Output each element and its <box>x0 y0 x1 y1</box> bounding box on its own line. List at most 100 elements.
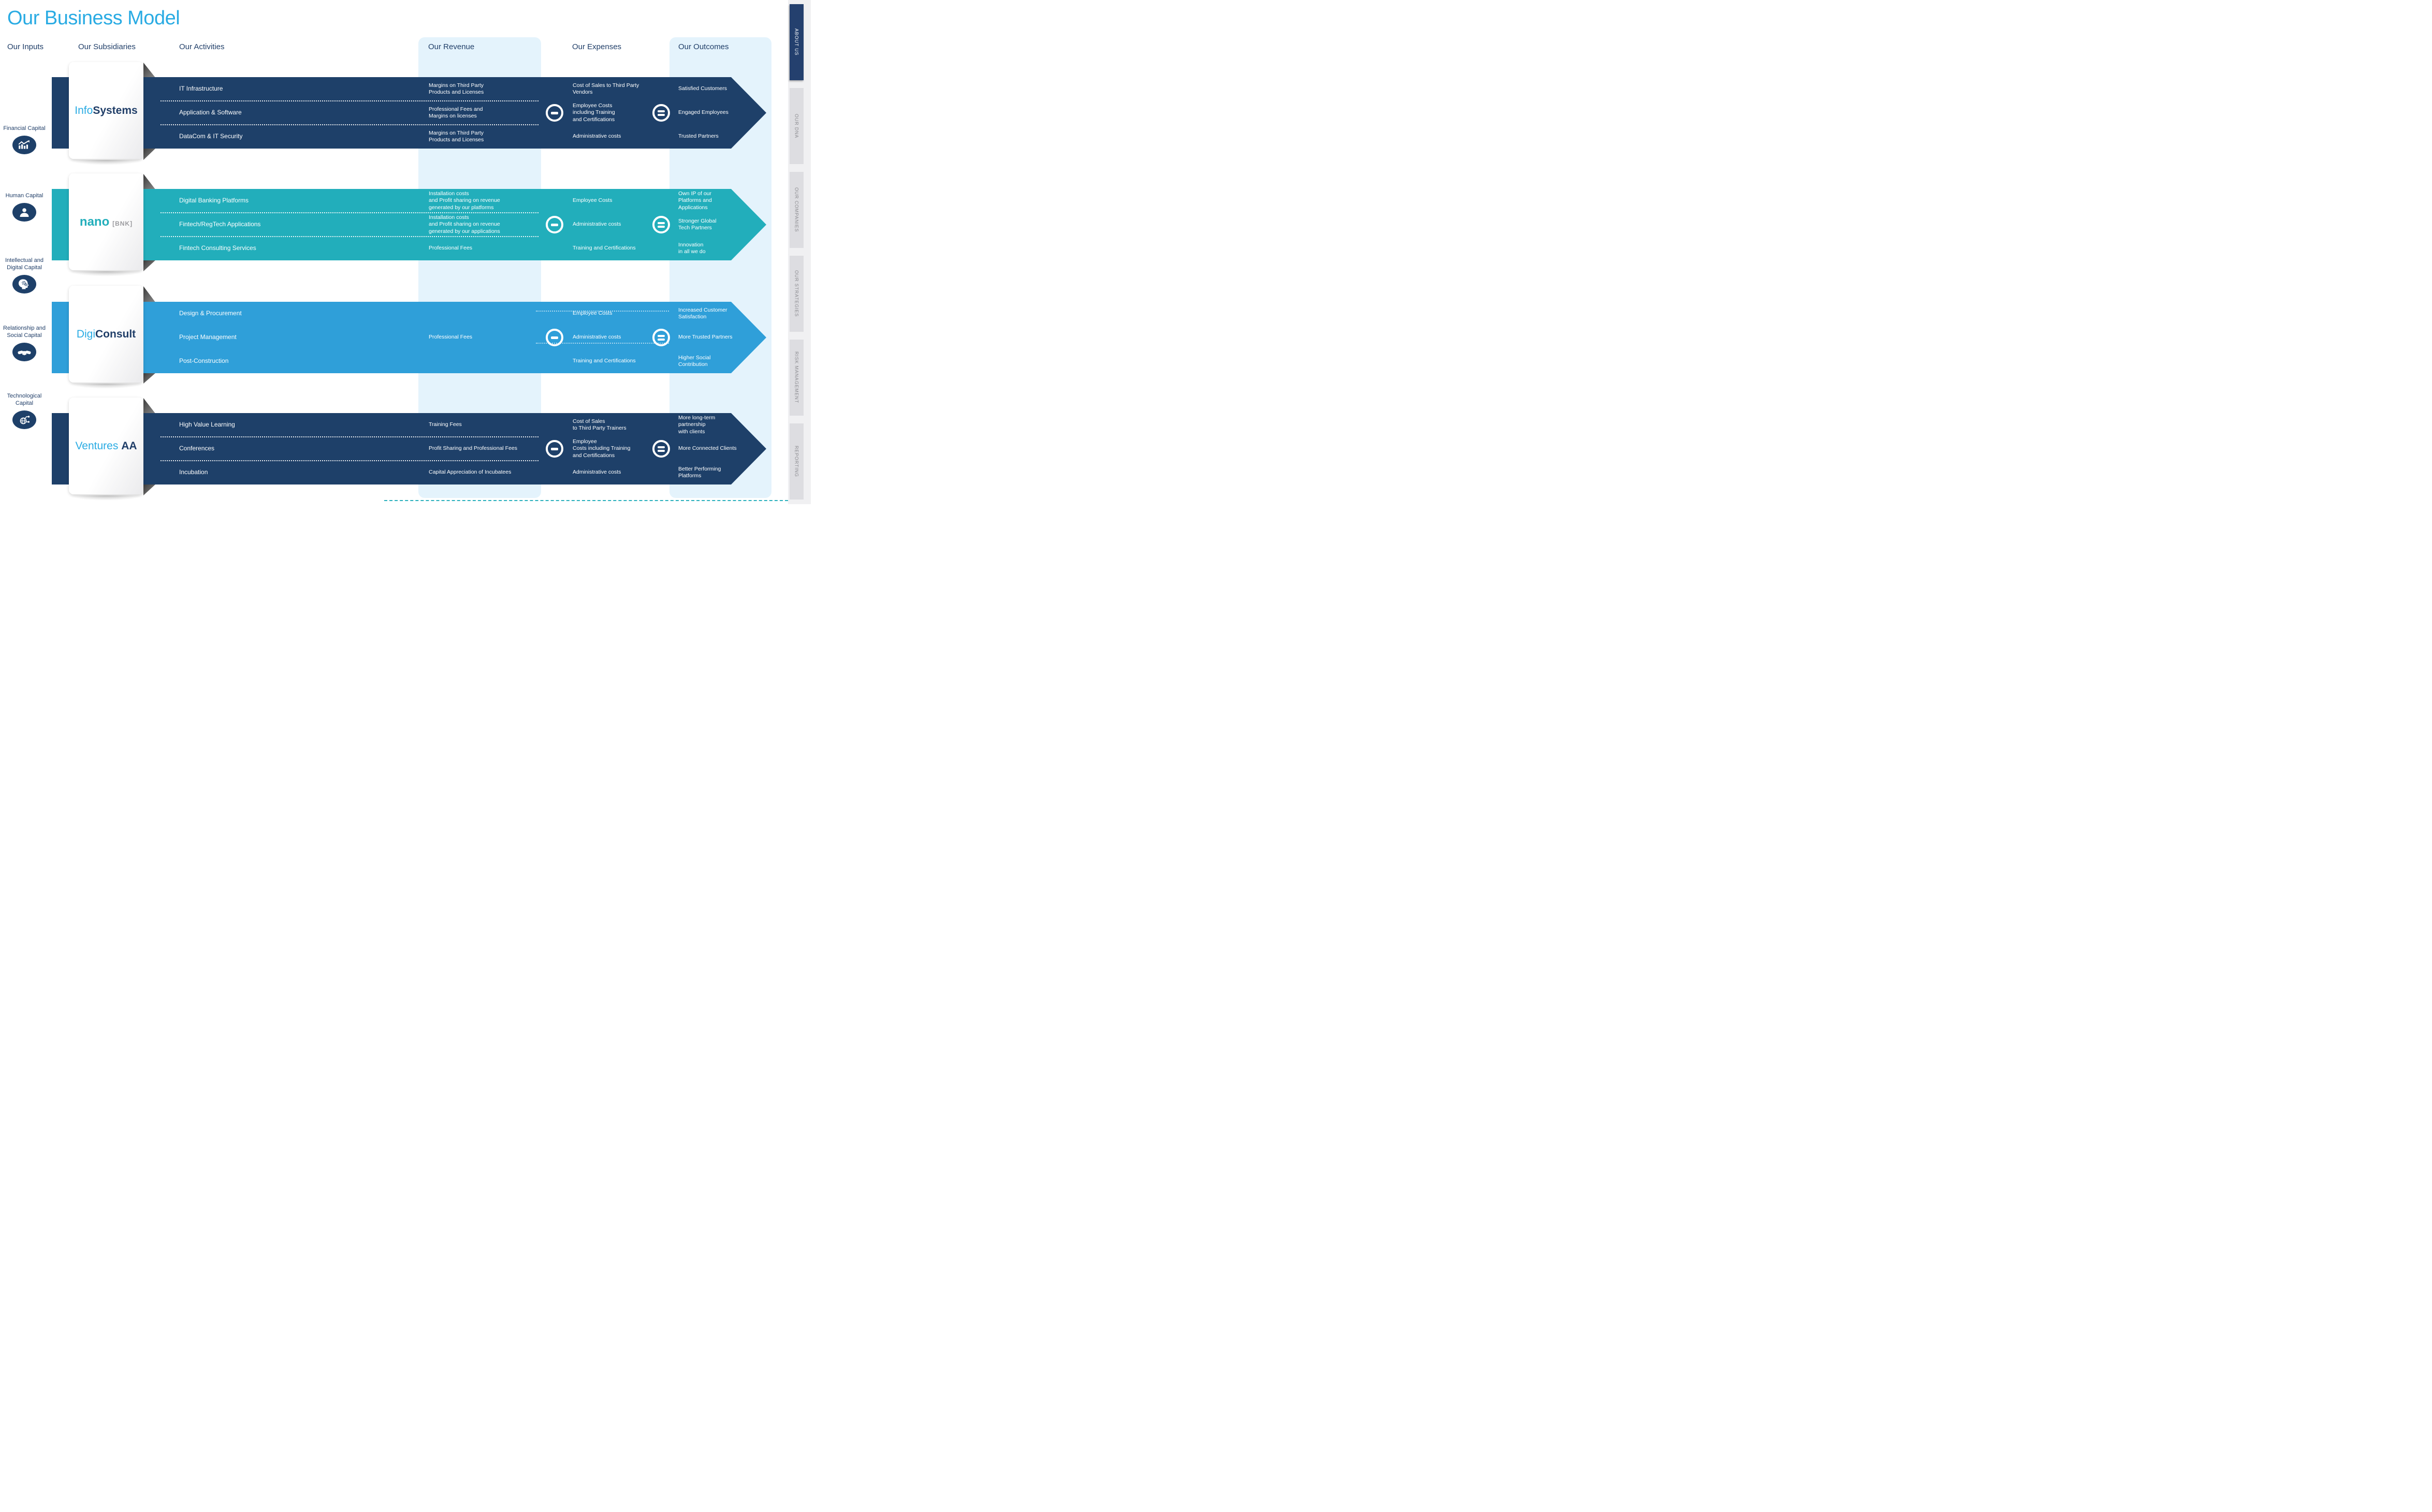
head-gears-icon <box>12 274 36 293</box>
outcome-item: Innovation in all we do <box>678 237 766 260</box>
input-label: Relationship and Social Capital <box>3 325 46 339</box>
expenses-list: Employee Costs Administrative costs Trai… <box>573 302 661 373</box>
card-fold-bottom <box>143 260 156 271</box>
input-label: Intellectual and Digital Capital <box>5 257 43 271</box>
digiconsult-logo: DigiConsult <box>76 328 136 340</box>
expenses-list: Cost of Sales to Third Party Vendors Emp… <box>573 77 661 149</box>
outcome-label: Innovation in all we do <box>678 241 706 255</box>
revenue-list: Installation costs and Profit sharing on… <box>429 189 550 260</box>
tab-reporting[interactable]: REPORTING <box>790 423 804 500</box>
expense-item: Cost of Sales to Third Party Trainers <box>573 413 661 437</box>
equals-icon <box>652 329 670 346</box>
card-reflection <box>69 495 143 501</box>
tab-risk-management[interactable]: RISK MANAGEMENT <box>790 340 804 416</box>
expense-item: Employee Costs <box>573 189 661 213</box>
activity-item: Post-Construction <box>179 349 417 373</box>
minus-icon <box>546 216 563 233</box>
activity-label: Fintech/RegTech Applications <box>179 221 261 228</box>
nano-bnk-logo: nano [BNK] <box>79 214 133 229</box>
outcome-item: Own IP of our Platforms and Applications <box>678 189 766 213</box>
tab-our-strategies[interactable]: OUR STRATEGIES <box>790 256 804 332</box>
expenses-list: Cost of Sales to Third Party Trainers Em… <box>573 413 661 485</box>
handshake-icon <box>12 342 36 361</box>
outcome-item: Stronger Global Tech Partners <box>678 213 766 237</box>
activity-label: Application & Software <box>179 109 242 116</box>
revenue-label: Professional Fees and Margins on license… <box>429 106 483 119</box>
revenue-item: Margins on Third Party Products and Lice… <box>429 125 550 149</box>
card-fold-bottom <box>143 484 156 495</box>
outcome-label: Engaged Employees <box>678 109 729 116</box>
input-financial-capital: Financial Capital <box>0 125 49 154</box>
expense-label: Employee Costs <box>573 310 613 317</box>
expense-label: Administrative costs <box>573 334 621 341</box>
revenue-item: Professional Fees and Margins on license… <box>429 101 550 125</box>
card-fold-bottom <box>143 373 156 384</box>
activities-list: IT Infrastructure Application & Software… <box>179 77 417 149</box>
equals-icon <box>652 216 670 233</box>
expense-item: Training and Certifications <box>573 349 661 373</box>
input-relationship-social-capital: Relationship and Social Capital <box>0 325 49 361</box>
revenue-item: Capital Appreciation of Incubatees <box>429 461 550 485</box>
globe-network-icon <box>12 410 36 429</box>
revenue-label: Profit Sharing and Professional Fees <box>429 445 518 452</box>
tab-about-us[interactable]: ABOUT US <box>790 4 804 80</box>
card-nano-bnk: nano [BNK] <box>69 173 143 270</box>
revenue-list: Margins on Third Party Products and Lice… <box>429 77 550 149</box>
activity-item: High Value Learning <box>179 413 417 437</box>
expense-label: Training and Certifications <box>573 358 636 364</box>
page-title: Our Business Model <box>7 7 180 29</box>
tab-our-dna[interactable]: OUR DNA <box>790 88 804 164</box>
card-fold-top <box>143 174 156 190</box>
dotted-divider <box>161 460 538 461</box>
activity-label: Project Management <box>179 333 237 341</box>
dotted-divider <box>536 311 669 312</box>
ventures-aa-logo: Ventures AA <box>75 439 137 452</box>
outcome-label: Trusted Partners <box>678 133 719 140</box>
activity-item: Digital Banking Platforms <box>179 189 417 213</box>
tab-our-companies[interactable]: OUR COMPANIES <box>790 172 804 248</box>
minus-icon <box>546 440 563 458</box>
activity-item: Design & Procurement <box>179 302 417 326</box>
bottom-dashed-line <box>384 500 788 501</box>
outcome-label: More Connected Clients <box>678 445 737 452</box>
equals-icon <box>652 104 670 122</box>
outcome-label: More long-term partnership with clients <box>678 414 716 435</box>
revenue-list: Training Fees Profit Sharing and Profess… <box>429 413 550 485</box>
activity-item: Fintech/RegTech Applications <box>179 213 417 237</box>
activity-label: Design & Procurement <box>179 310 242 317</box>
input-label: Human Capital <box>5 193 43 199</box>
revenue-label: Professional Fees <box>429 245 473 252</box>
activity-label: High Value Learning <box>179 421 235 429</box>
activities-list: Design & Procurement Project Management … <box>179 302 417 373</box>
input-intellectual-digital-capital: Intellectual and Digital Capital <box>0 257 49 293</box>
outcome-item: More Trusted Partners <box>678 326 766 349</box>
activities-header: Our Activities <box>179 42 225 51</box>
outcome-item: Increased Customer Satisfaction <box>678 302 766 326</box>
band-digiconsult: Design & Procurement Project Management … <box>52 302 766 373</box>
card-reflection <box>69 271 143 276</box>
revenue-label: Capital Appreciation of Incubatees <box>429 469 512 476</box>
revenue-item: Professional Fees <box>429 302 550 373</box>
input-label: Financial Capital <box>3 125 46 131</box>
activity-item: DataCom & IT Security <box>179 125 417 149</box>
card-fold-top <box>143 286 156 303</box>
dotted-divider <box>161 436 538 437</box>
outcome-item: Trusted Partners <box>678 125 766 149</box>
card-reflection <box>69 160 143 165</box>
revenue-label: Installation costs and Profit sharing on… <box>429 214 500 234</box>
activity-label: Post-Construction <box>179 357 229 365</box>
revenue-label: Professional Fees <box>429 334 473 341</box>
subsidiaries-header: Our Subsidiaries <box>78 42 136 51</box>
outcome-item: Higher Social Contribution <box>678 349 766 373</box>
expense-label: Cost of Sales to Third Party Trainers <box>573 418 627 431</box>
outcome-label: More Trusted Partners <box>678 334 733 341</box>
inputs-header: Our Inputs <box>7 42 44 51</box>
activity-label: Digital Banking Platforms <box>179 197 249 204</box>
outcome-label: Better Performing Platforms <box>678 465 721 479</box>
outcome-item: More Connected Clients <box>678 437 766 461</box>
outcome-item: Satisfied Customers <box>678 77 766 101</box>
expense-label: Employee Costs <box>573 197 613 204</box>
revenue-item: Installation costs and Profit sharing on… <box>429 213 550 237</box>
revenue-item: Profit Sharing and Professional Fees <box>429 437 550 461</box>
outcomes-list: Satisfied Customers Engaged Employees Tr… <box>678 77 766 149</box>
